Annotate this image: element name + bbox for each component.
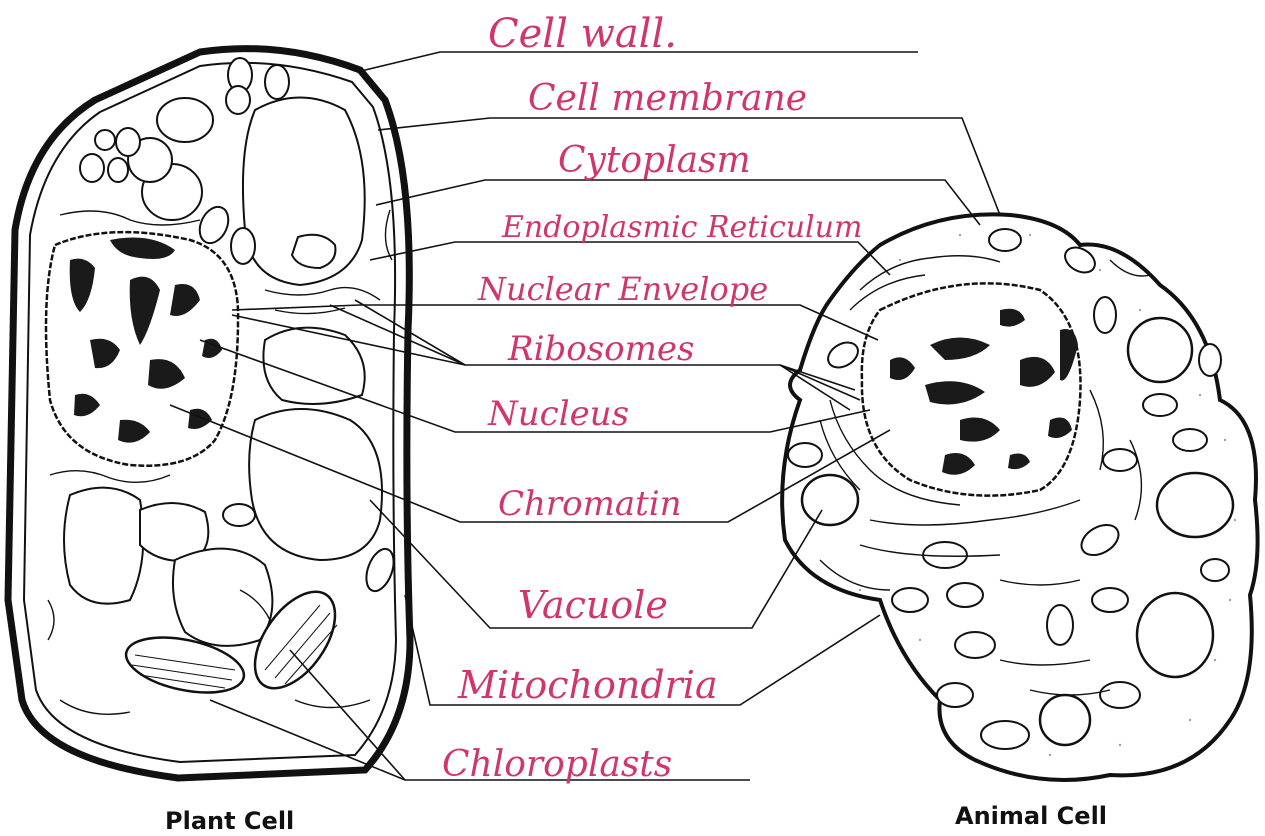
label-mitochondria: Mitochondria xyxy=(457,663,718,707)
animal-nucleus xyxy=(862,283,1081,495)
label-cell-membrane: Cell membrane xyxy=(528,78,807,119)
plant-nucleus xyxy=(46,232,238,466)
caption-animal-cell: Animal Cell xyxy=(955,802,1107,830)
label-endoplasmic-reticulum: Endoplasmic Reticulum xyxy=(501,210,862,245)
label-nucleus: Nucleus xyxy=(487,394,629,434)
label-chromatin: Chromatin xyxy=(498,484,682,524)
label-cytoplasm: Cytoplasm xyxy=(558,140,751,181)
label-ribosomes: Ribosomes xyxy=(507,329,694,369)
animal-cell xyxy=(782,214,1257,780)
plant-cell xyxy=(8,49,410,778)
label-chloroplasts: Chloroplasts xyxy=(442,744,672,785)
label-nuclear-envelope: Nuclear Envelope xyxy=(477,270,768,308)
label-cell-wall: Cell wall. xyxy=(488,11,677,57)
label-vacuole: Vacuole xyxy=(518,583,668,627)
caption-plant-cell: Plant Cell xyxy=(165,807,294,835)
